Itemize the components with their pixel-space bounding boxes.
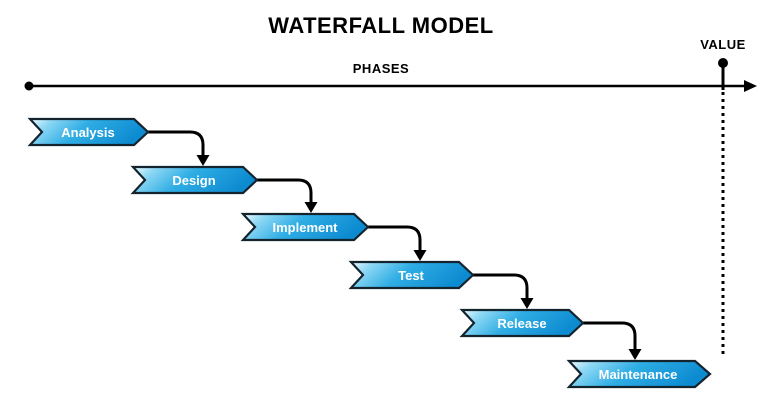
banner-shape: [130, 165, 259, 195]
phases-axis: [24, 80, 757, 92]
phases-axis-label: PHASES: [352, 61, 410, 76]
phase-banner-maintenance: Maintenance: [566, 359, 712, 389]
phase-banner-implement: Implement: [240, 212, 370, 242]
connector-test-to-release: [473, 273, 534, 309]
connector-analysis-to-design: [148, 130, 210, 166]
banner-label: Implement: [272, 220, 338, 235]
connector-arrowhead-icon: [413, 250, 427, 261]
banner-shape: [459, 308, 585, 338]
banner-label: Test: [398, 268, 424, 283]
phase-banner-analysis: Analysis: [27, 117, 150, 147]
connector-implement-to-test: [368, 225, 427, 261]
banner-label: Maintenance: [599, 367, 678, 382]
value-marker: [718, 58, 728, 357]
phases-axis-start-dot: [24, 81, 34, 91]
phase-banner-release: Release: [459, 308, 585, 338]
banner-shape: [348, 260, 475, 290]
connector-arrowhead-icon: [196, 155, 210, 166]
connector-release-to-maintenance: [583, 321, 642, 360]
banner-shape: [27, 117, 150, 147]
connector-path: [148, 130, 205, 156]
connector-path: [583, 321, 637, 350]
banner-label: Release: [497, 316, 546, 331]
connector-path: [473, 273, 529, 299]
value-axis-label: VALUE: [700, 37, 746, 52]
connector-arrowhead-icon: [520, 298, 534, 309]
banner-label: Design: [172, 173, 215, 188]
banner-shape: [566, 359, 712, 389]
diagram-title: WATERFALL MODEL: [268, 13, 494, 38]
connector-arrowhead-icon: [628, 349, 642, 360]
connector-arrowhead-icon: [304, 202, 318, 213]
phase-banner-design: Design: [130, 165, 259, 195]
connector-design-to-implement: [257, 178, 318, 213]
connector-path: [368, 225, 422, 251]
phase-banner-test: Test: [348, 260, 475, 290]
phases-axis-arrowhead-icon: [744, 80, 757, 92]
banner-shape: [240, 212, 370, 242]
banner-label: Analysis: [61, 125, 114, 140]
connector-path: [257, 178, 313, 203]
